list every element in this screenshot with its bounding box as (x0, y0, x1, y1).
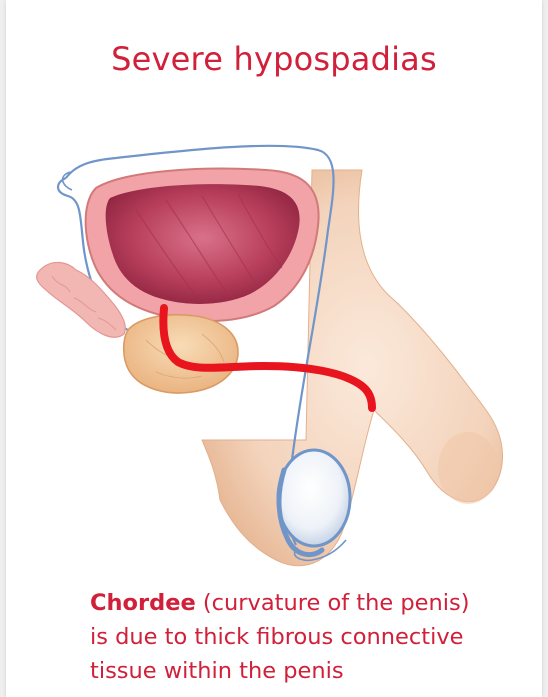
caption-line-3: tissue within the penis (90, 654, 530, 688)
caption-term: Chordee (90, 590, 196, 616)
caption-line-2: is due to thick fibrous connective (90, 620, 530, 654)
figure-caption: Chordee (curvature of the penis) is due … (90, 586, 530, 688)
figure-card: Severe hypospadias Chordee (curvature of… (6, 0, 542, 697)
figure-title: Severe hypospadias (6, 40, 542, 78)
caption-line-1: Chordee (curvature of the penis) (90, 586, 530, 620)
caption-line-1-rest: (curvature of the penis) (196, 590, 470, 616)
prostate-shape (124, 315, 238, 393)
testis-shape (278, 450, 350, 546)
glans-shape (438, 432, 498, 504)
